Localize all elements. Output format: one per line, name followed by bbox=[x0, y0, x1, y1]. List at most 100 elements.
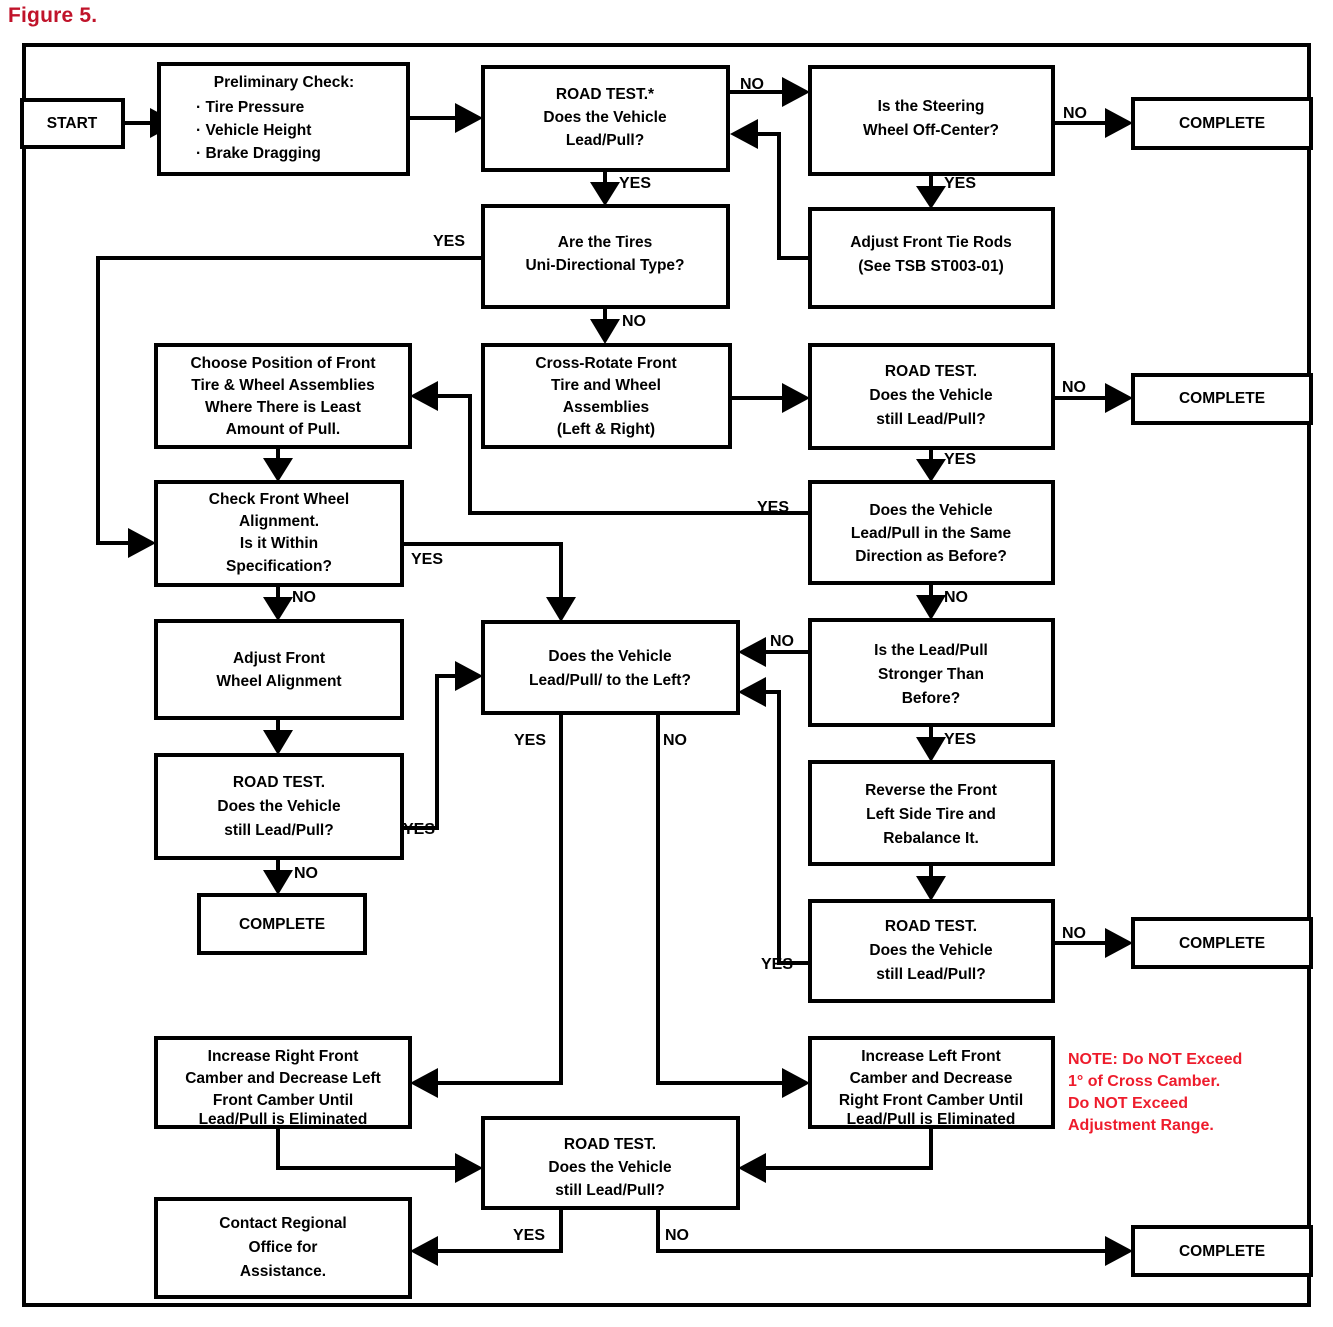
connector-leadleft-no-to-incleft bbox=[656, 713, 810, 1098]
node-road-test-1[interactable]: ROAD TEST.* Does the Vehicle Lead/Pull? bbox=[481, 65, 730, 172]
node-complete-5[interactable]: COMPLETE bbox=[1131, 1225, 1313, 1277]
node-roadtest1-line-0: ROAD TEST.* bbox=[556, 86, 655, 103]
node-preliminary-check[interactable]: Preliminary Check: · Tire Pressure · Veh… bbox=[157, 62, 410, 176]
node-unidir-line-1: Uni-Directional Type? bbox=[525, 257, 684, 274]
note-line-2: Do NOT Exceed bbox=[1068, 1095, 1188, 1112]
node-complete-1[interactable]: COMPLETE bbox=[1131, 97, 1313, 150]
edge-label-steeroff-no: NO bbox=[1063, 105, 1087, 122]
connector-reverse-to-roadtest4 bbox=[916, 864, 946, 901]
node-roadtest2-line-0: ROAD TEST. bbox=[885, 363, 977, 380]
edge-label-unidir-no: NO bbox=[622, 313, 646, 330]
node-same-direction[interactable]: Does the Vehicle Lead/Pull in the Same D… bbox=[808, 480, 1055, 585]
edge-label-roadtest4-no: NO bbox=[1062, 925, 1086, 942]
node-checkalign-line-1: Alignment. bbox=[239, 513, 319, 530]
node-incright-line-0: Increase Right Front bbox=[208, 1048, 359, 1065]
node-lead-pull-stronger[interactable]: Is the Lead/Pull Stronger Than Before? bbox=[808, 618, 1055, 727]
node-adjustalign-line-1: Wheel Alignment bbox=[216, 673, 341, 690]
node-roadtest3-line-0: ROAD TEST. bbox=[233, 774, 325, 791]
node-roadtest3-line-2: still Lead/Pull? bbox=[224, 822, 333, 839]
node-reverse-line-0: Reverse the Front bbox=[865, 782, 997, 799]
connector-prelim-to-roadtest1 bbox=[408, 103, 483, 133]
connector-incright-to-roadtest5 bbox=[276, 1127, 483, 1183]
node-roadtest2-line-2: still Lead/Pull? bbox=[876, 411, 985, 428]
node-check-front-wheel-alignment[interactable]: Check Front Wheel Alignment. Is it Withi… bbox=[154, 480, 404, 587]
connector-samedir-no-to-stronger bbox=[916, 583, 946, 620]
node-increase-right-camber[interactable]: Increase Right Front Camber and Decrease… bbox=[154, 1036, 412, 1129]
node-steering-wheel-off-center[interactable]: Is the Steering Wheel Off-Center? bbox=[808, 65, 1055, 176]
node-incleft-line-2: Right Front Camber Until bbox=[839, 1092, 1023, 1109]
edge-label-roadtest3-no: NO bbox=[294, 865, 318, 882]
node-reverse-front-left-tire[interactable]: Reverse the Front Left Side Tire and Reb… bbox=[808, 760, 1055, 866]
node-complete1-line-0: COMPLETE bbox=[1179, 115, 1265, 132]
node-complete-2[interactable]: COMPLETE bbox=[1131, 373, 1313, 425]
node-incleft-line-3: Lead/Pull is Eliminated bbox=[847, 1111, 1016, 1128]
page-title: Figure 5. bbox=[8, 4, 98, 27]
node-complete4-line-0: COMPLETE bbox=[1179, 935, 1265, 952]
edge-label-roadtest3-yes: YES bbox=[403, 821, 435, 838]
node-tires-uni-directional[interactable]: Are the Tires Uni-Directional Type? bbox=[481, 204, 730, 309]
node-choosepos-line-0: Choose Position of Front bbox=[190, 355, 375, 372]
node-complete-4[interactable]: COMPLETE bbox=[1131, 917, 1313, 969]
node-start-line-0: START bbox=[47, 115, 98, 132]
edge-label-unidir-yes: YES bbox=[433, 233, 465, 250]
note-line-0: NOTE: Do NOT Exceed bbox=[1068, 1051, 1242, 1068]
node-crossrotate-line-0: Cross-Rotate Front bbox=[535, 355, 676, 372]
note-line-1: 1° of Cross Camber. bbox=[1068, 1073, 1220, 1090]
edge-label-roadtest1-yes: YES bbox=[619, 175, 651, 192]
node-cross-rotate[interactable]: Cross-Rotate Front Tire and Wheel Assemb… bbox=[481, 343, 732, 449]
node-choosepos-line-3: Amount of Pull. bbox=[226, 421, 341, 438]
connector-samedir-yes-to-choosepos bbox=[410, 381, 810, 515]
node-adjust-tie-rods[interactable]: Adjust Front Tie Rods (See TSB ST003-01) bbox=[808, 207, 1055, 309]
node-contact-regional-office[interactable]: Contact Regional Office for Assistance. bbox=[154, 1197, 412, 1299]
node-roadtest3-line-1: Does the Vehicle bbox=[217, 798, 341, 815]
connector-roadtest4-yes-to-leadleft bbox=[738, 677, 810, 965]
node-roadtest4-line-2: still Lead/Pull? bbox=[876, 966, 985, 983]
node-increase-left-camber[interactable]: Increase Left Front Camber and Decrease … bbox=[808, 1036, 1055, 1129]
node-samedir-line-1: Lead/Pull in the Same bbox=[851, 525, 1012, 542]
node-steeroff-line-0: Is the Steering bbox=[878, 98, 985, 115]
edge-label-roadtest2-no: NO bbox=[1062, 379, 1086, 396]
node-lead-pull-to-the-left[interactable]: Does the Vehicle Lead/Pull/ to the Left? bbox=[481, 620, 740, 715]
node-samedir-line-2: Direction as Before? bbox=[855, 548, 1007, 565]
node-choosepos-line-2: Where There is Least bbox=[205, 399, 361, 416]
connector-checkalign-no-to-adjustalign bbox=[263, 585, 293, 621]
node-road-test-4[interactable]: ROAD TEST. Does the Vehicle still Lead/P… bbox=[808, 899, 1055, 1003]
node-roadtest5-line-0: ROAD TEST. bbox=[564, 1136, 656, 1153]
connector-roadtest5-yes-to-contact bbox=[410, 1208, 563, 1266]
node-choose-position[interactable]: Choose Position of Front Tire & Wheel As… bbox=[154, 343, 412, 449]
note-do-not-exceed: NOTE: Do NOT Exceed 1° of Cross Camber. … bbox=[1068, 1051, 1242, 1134]
edge-label-stronger-no: NO bbox=[770, 633, 794, 650]
connector-roadtest2-no-to-complete2 bbox=[1053, 383, 1133, 413]
node-samedir-line-0: Does the Vehicle bbox=[869, 502, 993, 519]
node-adjust-front-wheel-alignment[interactable]: Adjust Front Wheel Alignment bbox=[154, 619, 404, 720]
connector-roadtest4-no-to-complete4 bbox=[1053, 928, 1133, 958]
connector-roadtest3-no-to-complete3 bbox=[263, 858, 293, 895]
node-adjustalign-line-0: Adjust Front bbox=[233, 650, 325, 667]
node-prelim-line-1: · Tire Pressure bbox=[196, 99, 305, 116]
diagram-frame bbox=[22, 43, 1311, 1307]
node-roadtest1-line-1: Does the Vehicle bbox=[543, 109, 667, 126]
node-prelim-line-3: · Brake Dragging bbox=[196, 145, 321, 162]
connector-roadtest1-yes-to-unidir bbox=[590, 170, 620, 206]
node-reverse-line-2: Rebalance It. bbox=[883, 830, 979, 847]
node-stronger-line-0: Is the Lead/Pull bbox=[874, 642, 988, 659]
edge-label-roadtest5-yes: YES bbox=[513, 1227, 545, 1244]
node-checkalign-line-3: Specification? bbox=[226, 558, 332, 575]
node-start[interactable]: START bbox=[20, 98, 125, 149]
note-line-3: Adjustment Range. bbox=[1068, 1117, 1214, 1134]
edge-label-samedir-no: NO bbox=[944, 589, 968, 606]
node-complete-3[interactable]: COMPLETE bbox=[197, 893, 367, 955]
node-complete2-line-0: COMPLETE bbox=[1179, 390, 1265, 407]
connector-adjustalign-to-roadtest3 bbox=[263, 718, 293, 755]
node-road-test-5[interactable]: ROAD TEST. Does the Vehicle still Lead/P… bbox=[481, 1116, 740, 1210]
node-incright-line-2: Front Camber Until bbox=[213, 1092, 353, 1109]
edge-label-checkalign-no: NO bbox=[292, 589, 316, 606]
connector-stronger-yes-to-reverse bbox=[916, 725, 946, 762]
connector-choosepos-to-checkalign bbox=[263, 447, 293, 482]
node-steeroff-line-1: Wheel Off-Center? bbox=[863, 122, 999, 139]
node-road-test-3[interactable]: ROAD TEST. Does the Vehicle still Lead/P… bbox=[154, 753, 404, 860]
node-incright-line-3: Lead/Pull is Eliminated bbox=[199, 1111, 368, 1128]
node-road-test-2[interactable]: ROAD TEST. Does the Vehicle still Lead/P… bbox=[808, 343, 1055, 450]
connector-roadtest5-no-to-complete5 bbox=[656, 1208, 1133, 1266]
node-roadtest4-line-0: ROAD TEST. bbox=[885, 918, 977, 935]
